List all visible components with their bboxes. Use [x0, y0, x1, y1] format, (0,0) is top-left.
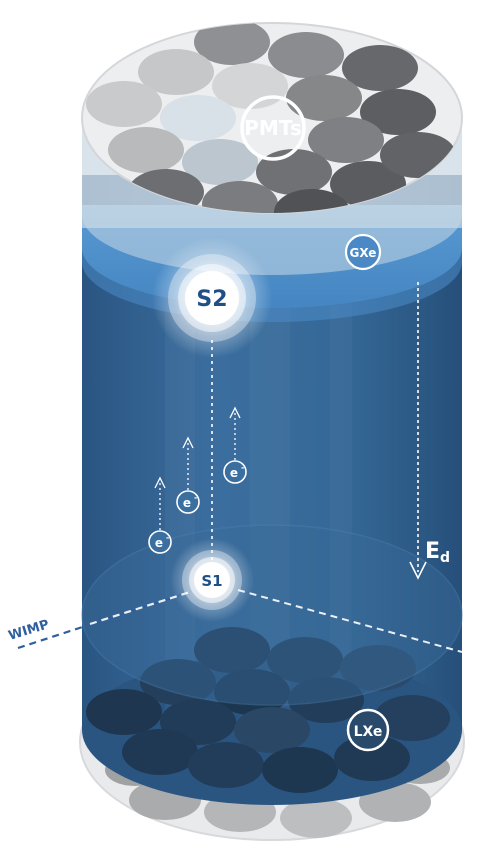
electron-3: e - [223, 406, 247, 484]
pmt-disc-icon [280, 798, 352, 838]
svg-text:E: E [425, 539, 440, 564]
electron-2: e - [176, 436, 200, 514]
pmt-disc-icon [108, 127, 184, 173]
lxe-label: LXe [346, 708, 390, 752]
electron-circle-icon [148, 530, 172, 554]
pmt-disc-icon [267, 637, 343, 683]
svg-text:-: - [166, 533, 169, 542]
pmt-disc-icon [160, 95, 236, 141]
svg-text:GXe: GXe [350, 246, 377, 260]
svg-text:PMTs: PMTs [244, 116, 301, 140]
pmt-disc-icon [340, 645, 416, 691]
pmt-disc-icon [138, 49, 214, 95]
pmt-disc-icon [194, 23, 270, 65]
bottom-pmt-array [86, 627, 450, 793]
electron-1: e - [148, 476, 172, 554]
svg-text:d: d [440, 550, 450, 566]
svg-text:S2: S2 [196, 287, 227, 312]
drift-field-arrow: E d [409, 282, 450, 580]
pmt-disc-icon [122, 729, 198, 775]
pmt-disc-icon [268, 32, 344, 78]
top-pmt-array [86, 23, 456, 213]
svg-text:e: e [183, 496, 191, 510]
pmt-disc-icon [188, 742, 264, 788]
gxe-label: GXe [344, 233, 382, 271]
s2-signal: S2 [152, 238, 272, 358]
pmt-disc-icon [86, 81, 162, 127]
pmt-disc-icon [214, 669, 290, 715]
pmt-disc-icon [262, 747, 338, 793]
pmt-disc-icon [342, 45, 418, 91]
pmt-disc-icon [374, 695, 450, 741]
pmt-disc-icon [334, 735, 410, 781]
pmt-disc-icon [234, 707, 310, 753]
svg-text:S1: S1 [201, 572, 222, 590]
pmt-disc-icon [140, 659, 216, 705]
pmt-disc-icon [86, 689, 162, 735]
pmt-disc-icon [202, 181, 278, 213]
pmts-label: PMTs [240, 95, 306, 161]
svg-text:e: e [230, 466, 238, 480]
pmt-disc-icon [194, 627, 270, 673]
pmt-disc-icon [182, 139, 258, 185]
s1-signal: S1 [170, 538, 254, 622]
electron-circle-icon [223, 460, 247, 484]
svg-text:-: - [194, 493, 197, 502]
electron-circle-icon [176, 490, 200, 514]
svg-text:LXe: LXe [354, 724, 383, 740]
pmt-disc-icon [286, 75, 362, 121]
svg-text:-: - [241, 463, 244, 472]
pmt-disc-icon [308, 117, 384, 163]
pmt-disc-icon [360, 89, 436, 135]
bottom-plane [81, 524, 463, 706]
pmt-disc-icon [288, 677, 364, 723]
svg-text:e: e [155, 536, 163, 550]
